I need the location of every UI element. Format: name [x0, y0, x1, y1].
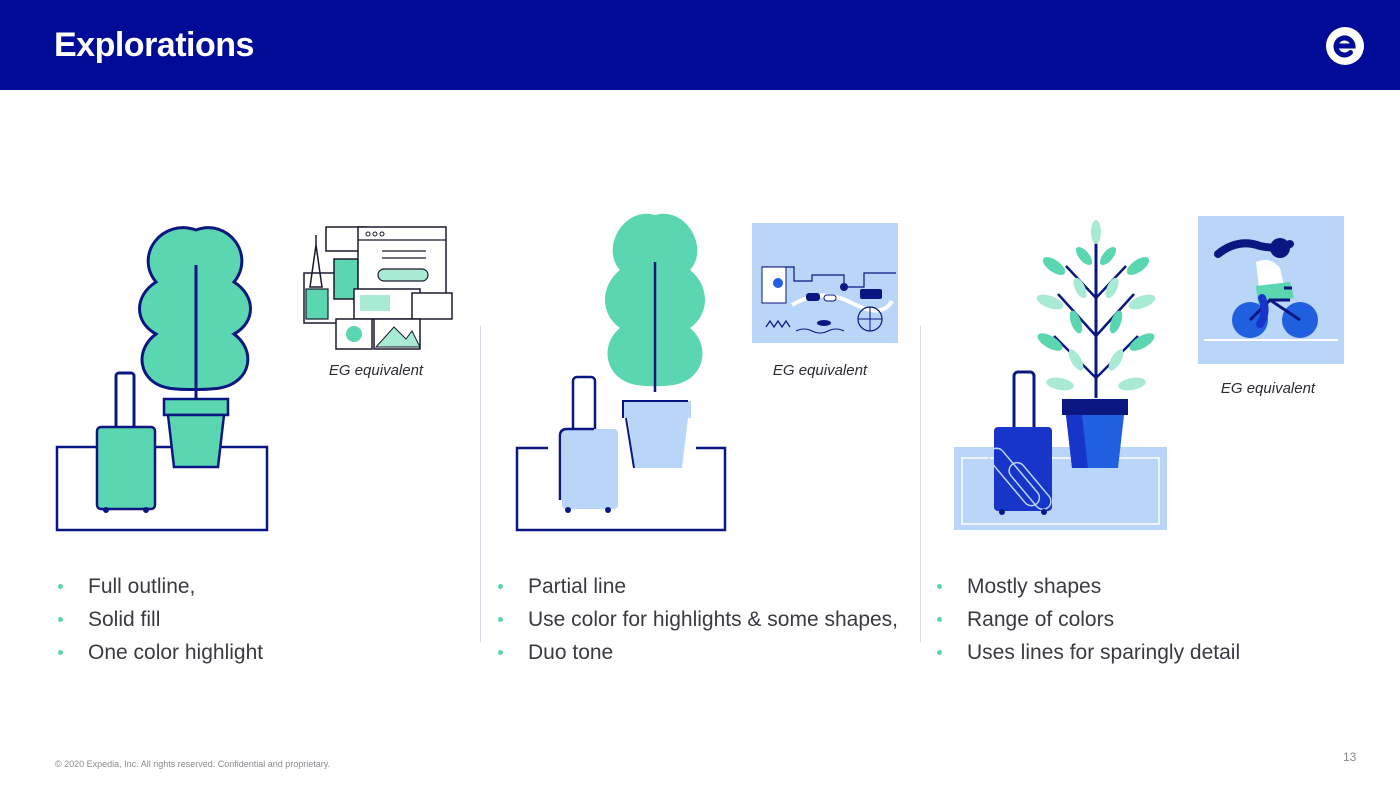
plant-icon — [1036, 220, 1156, 398]
plant-icon — [138, 226, 252, 402]
eg-caption: EG equivalent — [1220, 380, 1316, 397]
plant-icon — [605, 213, 705, 392]
bullet-list: Full outline, Solid fill One color highl… — [54, 570, 263, 669]
page-number: 13 — [1343, 750, 1357, 764]
eg-illustration — [752, 223, 898, 343]
list-item: Use color for highlights & some shapes, — [494, 603, 898, 636]
base-box — [954, 447, 1167, 530]
list-item: Duo tone — [494, 636, 898, 669]
pot-icon — [162, 397, 230, 469]
pot-icon — [622, 400, 691, 469]
suitcase-icon — [558, 375, 618, 513]
list-item: Range of colors — [933, 603, 1240, 636]
bullet-list: Mostly shapes Range of colors Uses lines… — [933, 570, 1240, 669]
suitcase-icon — [987, 370, 1052, 515]
column-divider — [920, 326, 921, 642]
copyright-footer: © 2020 Expedia, Inc. All rights reserved… — [55, 759, 331, 769]
eg-illustration — [1198, 216, 1344, 364]
list-item: Full outline, — [54, 570, 263, 603]
suitcase-icon — [95, 371, 157, 513]
bullet-list: Partial line Use color for highlights & … — [494, 570, 898, 669]
eg-caption: EG equivalent — [328, 362, 424, 379]
base-box — [55, 445, 269, 532]
outline-plant-suitcase-illustration — [55, 226, 269, 532]
list-item: Uses lines for sparingly detail — [933, 636, 1240, 669]
shapes-plant-suitcase-illustration — [954, 220, 1167, 530]
column-divider — [480, 326, 481, 642]
list-item: Partial line — [494, 570, 898, 603]
partial-line-plant-suitcase-illustration — [515, 213, 727, 532]
header-bar: Explorations — [0, 0, 1400, 90]
eg-caption: EG equivalent — [772, 362, 868, 379]
pot-icon — [1062, 399, 1128, 468]
base-box — [515, 446, 727, 532]
slide-title: Explorations — [54, 26, 254, 64]
list-item: Solid fill — [54, 603, 263, 636]
list-item: Mostly shapes — [933, 570, 1240, 603]
eg-illustration — [302, 225, 456, 353]
expedia-logo-icon — [1326, 27, 1364, 65]
list-item: One color highlight — [54, 636, 263, 669]
